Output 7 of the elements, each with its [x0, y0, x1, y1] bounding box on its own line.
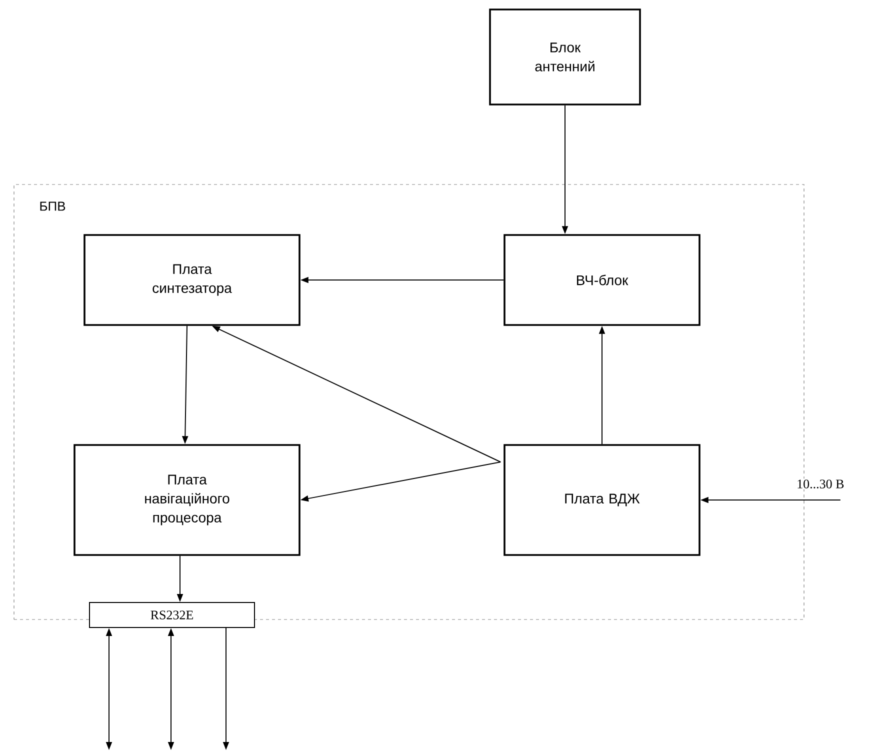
port-box: RS232E: [89, 602, 255, 628]
block-box: Плата синтезатора: [84, 234, 300, 326]
edge-label: 10...30 В: [796, 478, 846, 490]
block-box: Плата ВДЖ: [504, 444, 700, 556]
block-box: Плата навігаційного процесора: [74, 444, 300, 556]
block-box: ВЧ-блок: [504, 234, 700, 326]
block-box: Блок антенний: [489, 8, 641, 106]
